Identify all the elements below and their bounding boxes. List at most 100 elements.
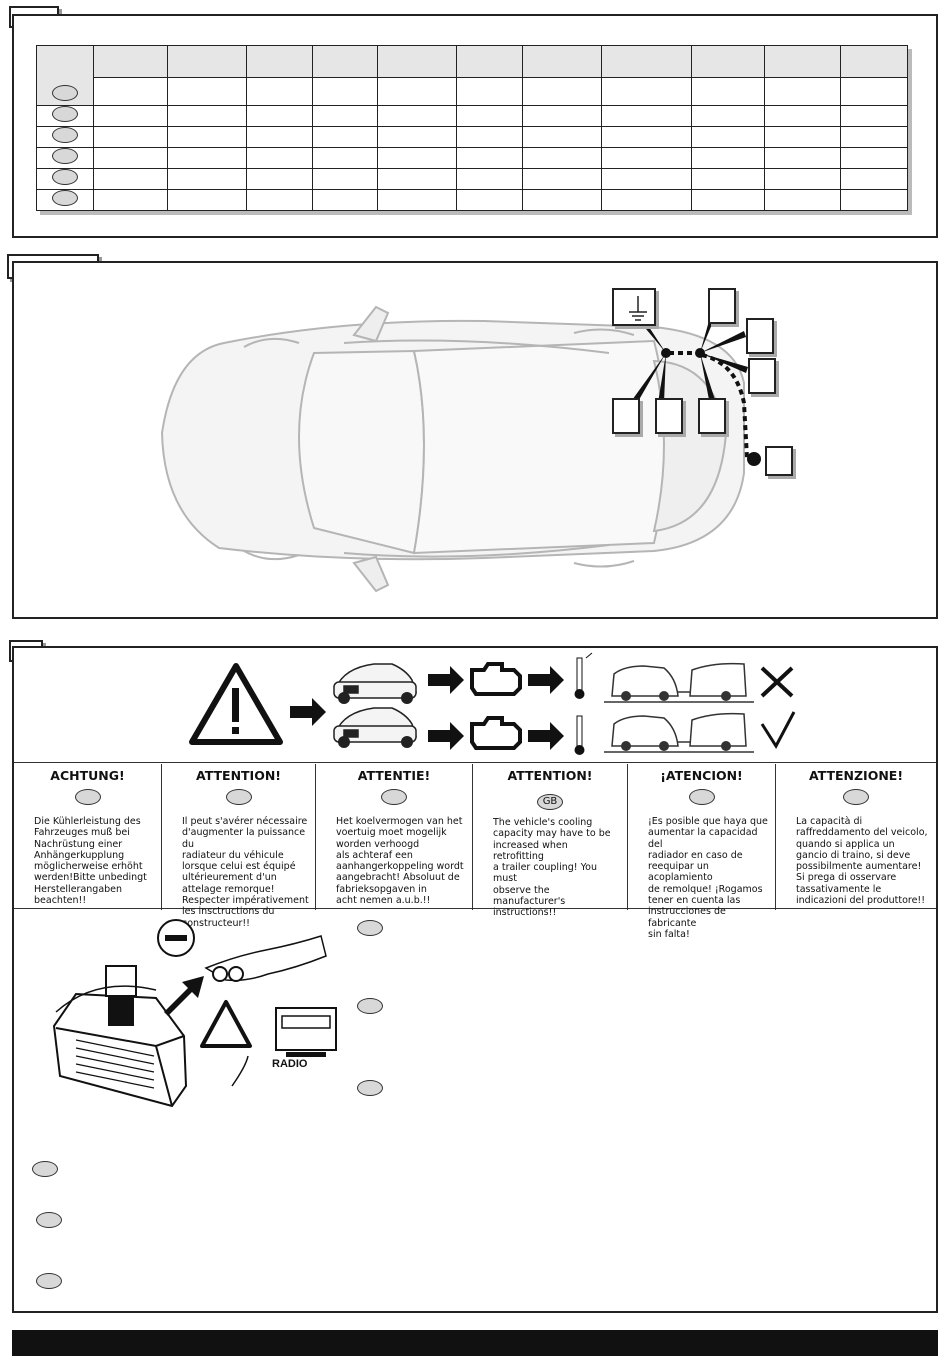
- table-cell: [312, 105, 379, 127]
- table-cell: [522, 77, 602, 106]
- table-cell: [455, 147, 524, 169]
- warning-title: ATTENZIONE!: [808, 768, 904, 783]
- table-cell: [691, 126, 765, 148]
- table-cell: [377, 77, 457, 106]
- warning-column: ATTENZIONE!La capacità di raffreddamento…: [776, 764, 936, 910]
- warning-column: ATTENTION!Il peut s'avérer nécessaire d'…: [162, 764, 316, 929]
- table-cell: [167, 147, 247, 169]
- table-cell: [840, 168, 908, 190]
- language-oval-left-3: [36, 1273, 62, 1289]
- table-cell: [92, 168, 169, 190]
- table-cell: [763, 168, 842, 190]
- table-cell: [600, 126, 693, 148]
- table-header-cell: [167, 45, 247, 78]
- table-row: [36, 147, 908, 169]
- table-cell: [522, 126, 602, 148]
- warning-title: ACHTUNG!: [50, 768, 125, 783]
- car-top-view-illustration: [160, 301, 761, 593]
- language-oval: [843, 789, 869, 805]
- warning-row-top-rule: [14, 762, 936, 763]
- table-cell: [691, 147, 765, 169]
- vehicle-data-table: [36, 45, 908, 211]
- table-cell: [763, 189, 842, 211]
- table-cell: [377, 126, 457, 148]
- pin-box-b: [746, 318, 774, 354]
- thermometer-icon-1: [574, 652, 593, 699]
- table-cell: [522, 168, 602, 190]
- table-cell: [840, 189, 908, 211]
- warning-text: Het koelvermogen van het voertuig moet m…: [336, 816, 464, 907]
- language-oval-left-1: [32, 1161, 58, 1177]
- table-row: [36, 105, 908, 127]
- language-oval: [51, 106, 78, 122]
- pin-box-e: [655, 398, 683, 434]
- language-oval: [51, 190, 78, 206]
- table-cell: [840, 126, 908, 148]
- table-header-cell: [600, 45, 693, 78]
- table-cell: [92, 105, 169, 127]
- warning-triangle-icon: [189, 663, 283, 745]
- table-cell: [92, 126, 169, 148]
- table-cell: [245, 168, 314, 190]
- table-cell: [455, 77, 524, 106]
- language-oval: [51, 148, 78, 164]
- row-label-cell: [36, 105, 94, 127]
- table-row: [36, 45, 908, 106]
- car-wiring-panel: [12, 261, 938, 619]
- table-cell: [522, 105, 602, 127]
- warning-panel: ACHTUNG!Die Kühlerleistung des Fahrzeuge…: [12, 646, 938, 1313]
- language-oval: [51, 169, 78, 185]
- checkmark-icon: [760, 711, 796, 749]
- table-cell: [312, 77, 379, 106]
- table-cell: [377, 189, 457, 211]
- table-cell: [377, 147, 457, 169]
- table-cell: [245, 147, 314, 169]
- table-cell: [600, 105, 693, 127]
- table-row: [36, 126, 908, 148]
- table-cell: [600, 189, 693, 211]
- table-cell: [455, 105, 524, 127]
- warning-column: ¡ATENCION!¡Es posible que haya que aumen…: [628, 764, 776, 940]
- table-cell: [92, 189, 169, 211]
- table-cell: [167, 168, 247, 190]
- row-label-cell: [36, 147, 94, 169]
- table-cell: [763, 105, 842, 127]
- cooling-warning-pictogram: [189, 652, 796, 755]
- table-header-cell: [312, 45, 379, 78]
- table-header-cell: [522, 45, 602, 78]
- table-cell: [167, 126, 247, 148]
- table-cell: [245, 77, 314, 106]
- table-cell: [522, 189, 602, 211]
- warning-row-bottom-rule: [14, 908, 936, 909]
- table-cell: [691, 77, 765, 106]
- row-label-cell: [36, 168, 94, 190]
- language-oval: [688, 789, 715, 805]
- table-cell: [600, 147, 693, 169]
- table-cell: [840, 105, 908, 127]
- table-cell: [763, 77, 842, 106]
- engine-icon-2: [470, 716, 522, 750]
- pin-box-a: [708, 288, 736, 324]
- table-row: [36, 189, 908, 211]
- table-cell: [600, 77, 693, 106]
- warning-text: Il peut s'avérer nécessaire d'augmenter …: [182, 816, 309, 929]
- row-label-cell: [36, 189, 94, 211]
- table-cell: [312, 147, 379, 169]
- warning-text: The vehicle's cooling capacity may have …: [493, 817, 611, 919]
- battery-disconnect-illustration: [52, 919, 337, 1108]
- ground-symbol-icon: [629, 296, 647, 321]
- language-oval: [74, 789, 101, 805]
- table-cell: [167, 77, 247, 106]
- warning-column: ATTENTIE!Het koelvermogen van het voertu…: [316, 764, 473, 910]
- language-oval: GB: [537, 794, 563, 810]
- table-cell: [691, 168, 765, 190]
- table-cell: [312, 126, 379, 148]
- thermometer-icon-2: [574, 715, 585, 755]
- warning-column: ACHTUNG!Die Kühlerleistung des Fahrzeuge…: [14, 764, 162, 910]
- pin-box-socket: [765, 446, 793, 476]
- table-header-cell: [92, 45, 169, 78]
- table-cell: [600, 168, 693, 190]
- table-cell: [763, 147, 842, 169]
- table-cell: [245, 126, 314, 148]
